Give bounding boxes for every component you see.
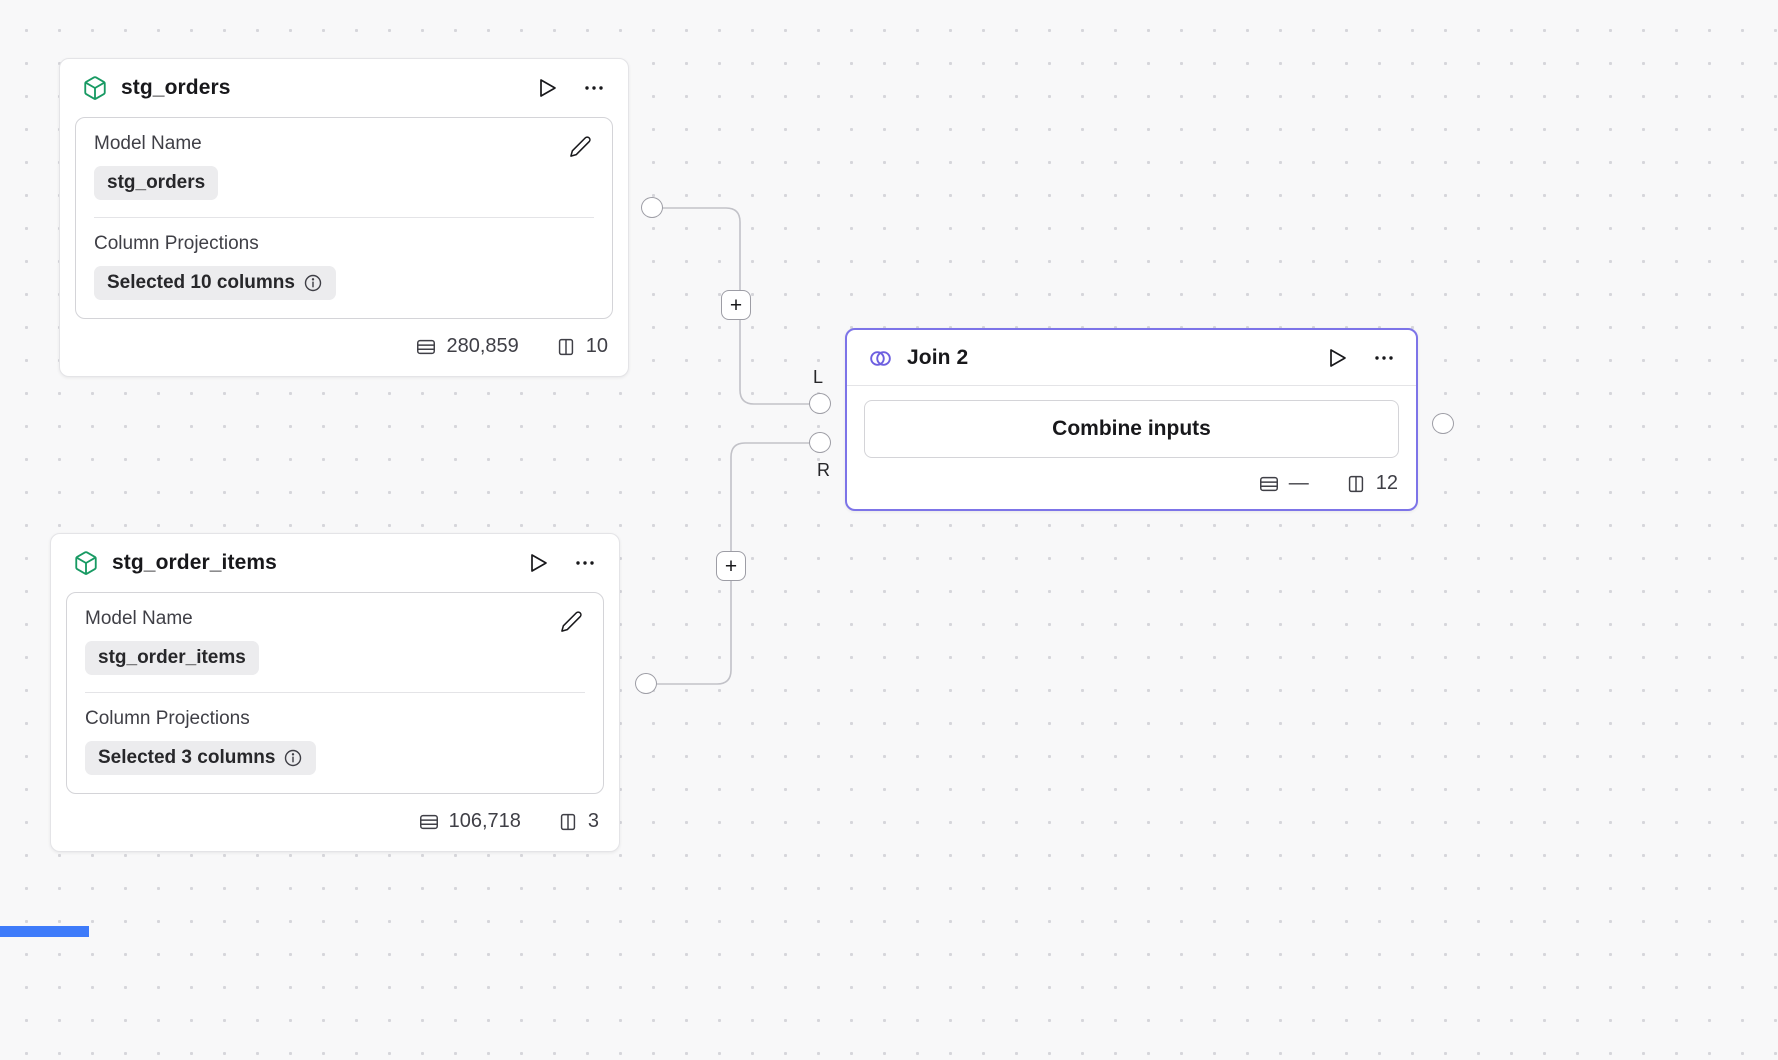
node-stats: — 12 [847, 458, 1416, 509]
join-icon [867, 345, 894, 372]
info-icon[interactable] [303, 273, 323, 293]
more-menu-button[interactable] [580, 74, 608, 102]
node-header: Join 2 [847, 330, 1416, 386]
join-left-port-label: L [813, 367, 824, 387]
column-projections-label: Column Projections [94, 233, 259, 254]
add-node-on-edge-button-top[interactable]: + [721, 290, 751, 320]
node-title: stg_order_items [112, 551, 277, 574]
run-button[interactable] [533, 74, 561, 102]
model-cube-icon [82, 75, 108, 101]
column-count: 10 [585, 335, 608, 357]
more-menu-button[interactable] [1370, 344, 1398, 372]
more-menu-button[interactable] [571, 549, 599, 577]
model-config-card: Model Name stg_order_items Column Projec… [66, 592, 604, 794]
edit-pencil-icon[interactable] [558, 608, 585, 635]
output-port-stg-order-items[interactable] [635, 673, 657, 694]
column-count: 3 [587, 810, 599, 832]
node-stg-order-items[interactable]: stg_order_items Model Name stg_order_ite… [50, 533, 620, 852]
column-count-icon [557, 811, 579, 833]
run-button[interactable] [524, 549, 552, 577]
column-count-icon [555, 336, 577, 358]
column-count-icon [1345, 473, 1367, 495]
divider [94, 217, 594, 218]
input-port-join-left[interactable] [809, 393, 831, 414]
column-projections-value: Selected 10 columns [107, 272, 295, 293]
run-button[interactable] [1323, 344, 1351, 372]
row-count: 280,859 [446, 335, 519, 357]
join-right-port-label: R [817, 460, 830, 480]
column-projections-chip[interactable]: Selected 10 columns [94, 266, 336, 300]
row-count-icon [1258, 473, 1280, 495]
node-title: stg_orders [121, 76, 231, 99]
model-name-label: Model Name [94, 133, 202, 154]
node-title: Join 2 [907, 346, 969, 369]
model-name-chip[interactable]: stg_orders [94, 166, 219, 200]
model-name-value: stg_order_items [98, 647, 246, 668]
row-count-icon [418, 811, 440, 833]
row-count: 106,718 [448, 810, 521, 832]
blue-accent-bar [0, 926, 89, 937]
model-name-label: Model Name [85, 608, 193, 629]
combine-inputs-button[interactable]: Combine inputs [864, 400, 1399, 458]
node-stg-orders[interactable]: stg_orders Model Name stg_orders Column … [59, 58, 629, 377]
add-node-on-edge-button-bottom[interactable]: + [716, 551, 746, 581]
column-count: 12 [1375, 472, 1398, 494]
model-cube-icon [73, 550, 99, 576]
output-port-join[interactable] [1432, 413, 1454, 434]
row-count-icon [415, 336, 437, 358]
model-name-chip[interactable]: stg_order_items [85, 641, 259, 675]
node-header: stg_order_items [51, 534, 619, 590]
model-config-card: Model Name stg_orders Column Projections… [75, 117, 613, 319]
info-icon[interactable] [283, 748, 303, 768]
divider [85, 692, 585, 693]
node-stats: 280,859 10 [60, 319, 628, 376]
node-stats: 106,718 3 [51, 794, 619, 851]
node-join-2[interactable]: Join 2 Combine inputs — 12 [845, 328, 1418, 511]
column-projections-chip[interactable]: Selected 3 columns [85, 741, 317, 775]
node-header: stg_orders [60, 59, 628, 115]
column-projections-value: Selected 3 columns [98, 747, 276, 768]
column-projections-label: Column Projections [85, 708, 250, 729]
output-port-stg-orders[interactable] [641, 197, 663, 218]
model-name-value: stg_orders [107, 172, 206, 193]
row-count: — [1288, 472, 1309, 494]
input-port-join-right[interactable] [809, 432, 831, 453]
edit-pencil-icon[interactable] [567, 133, 594, 160]
